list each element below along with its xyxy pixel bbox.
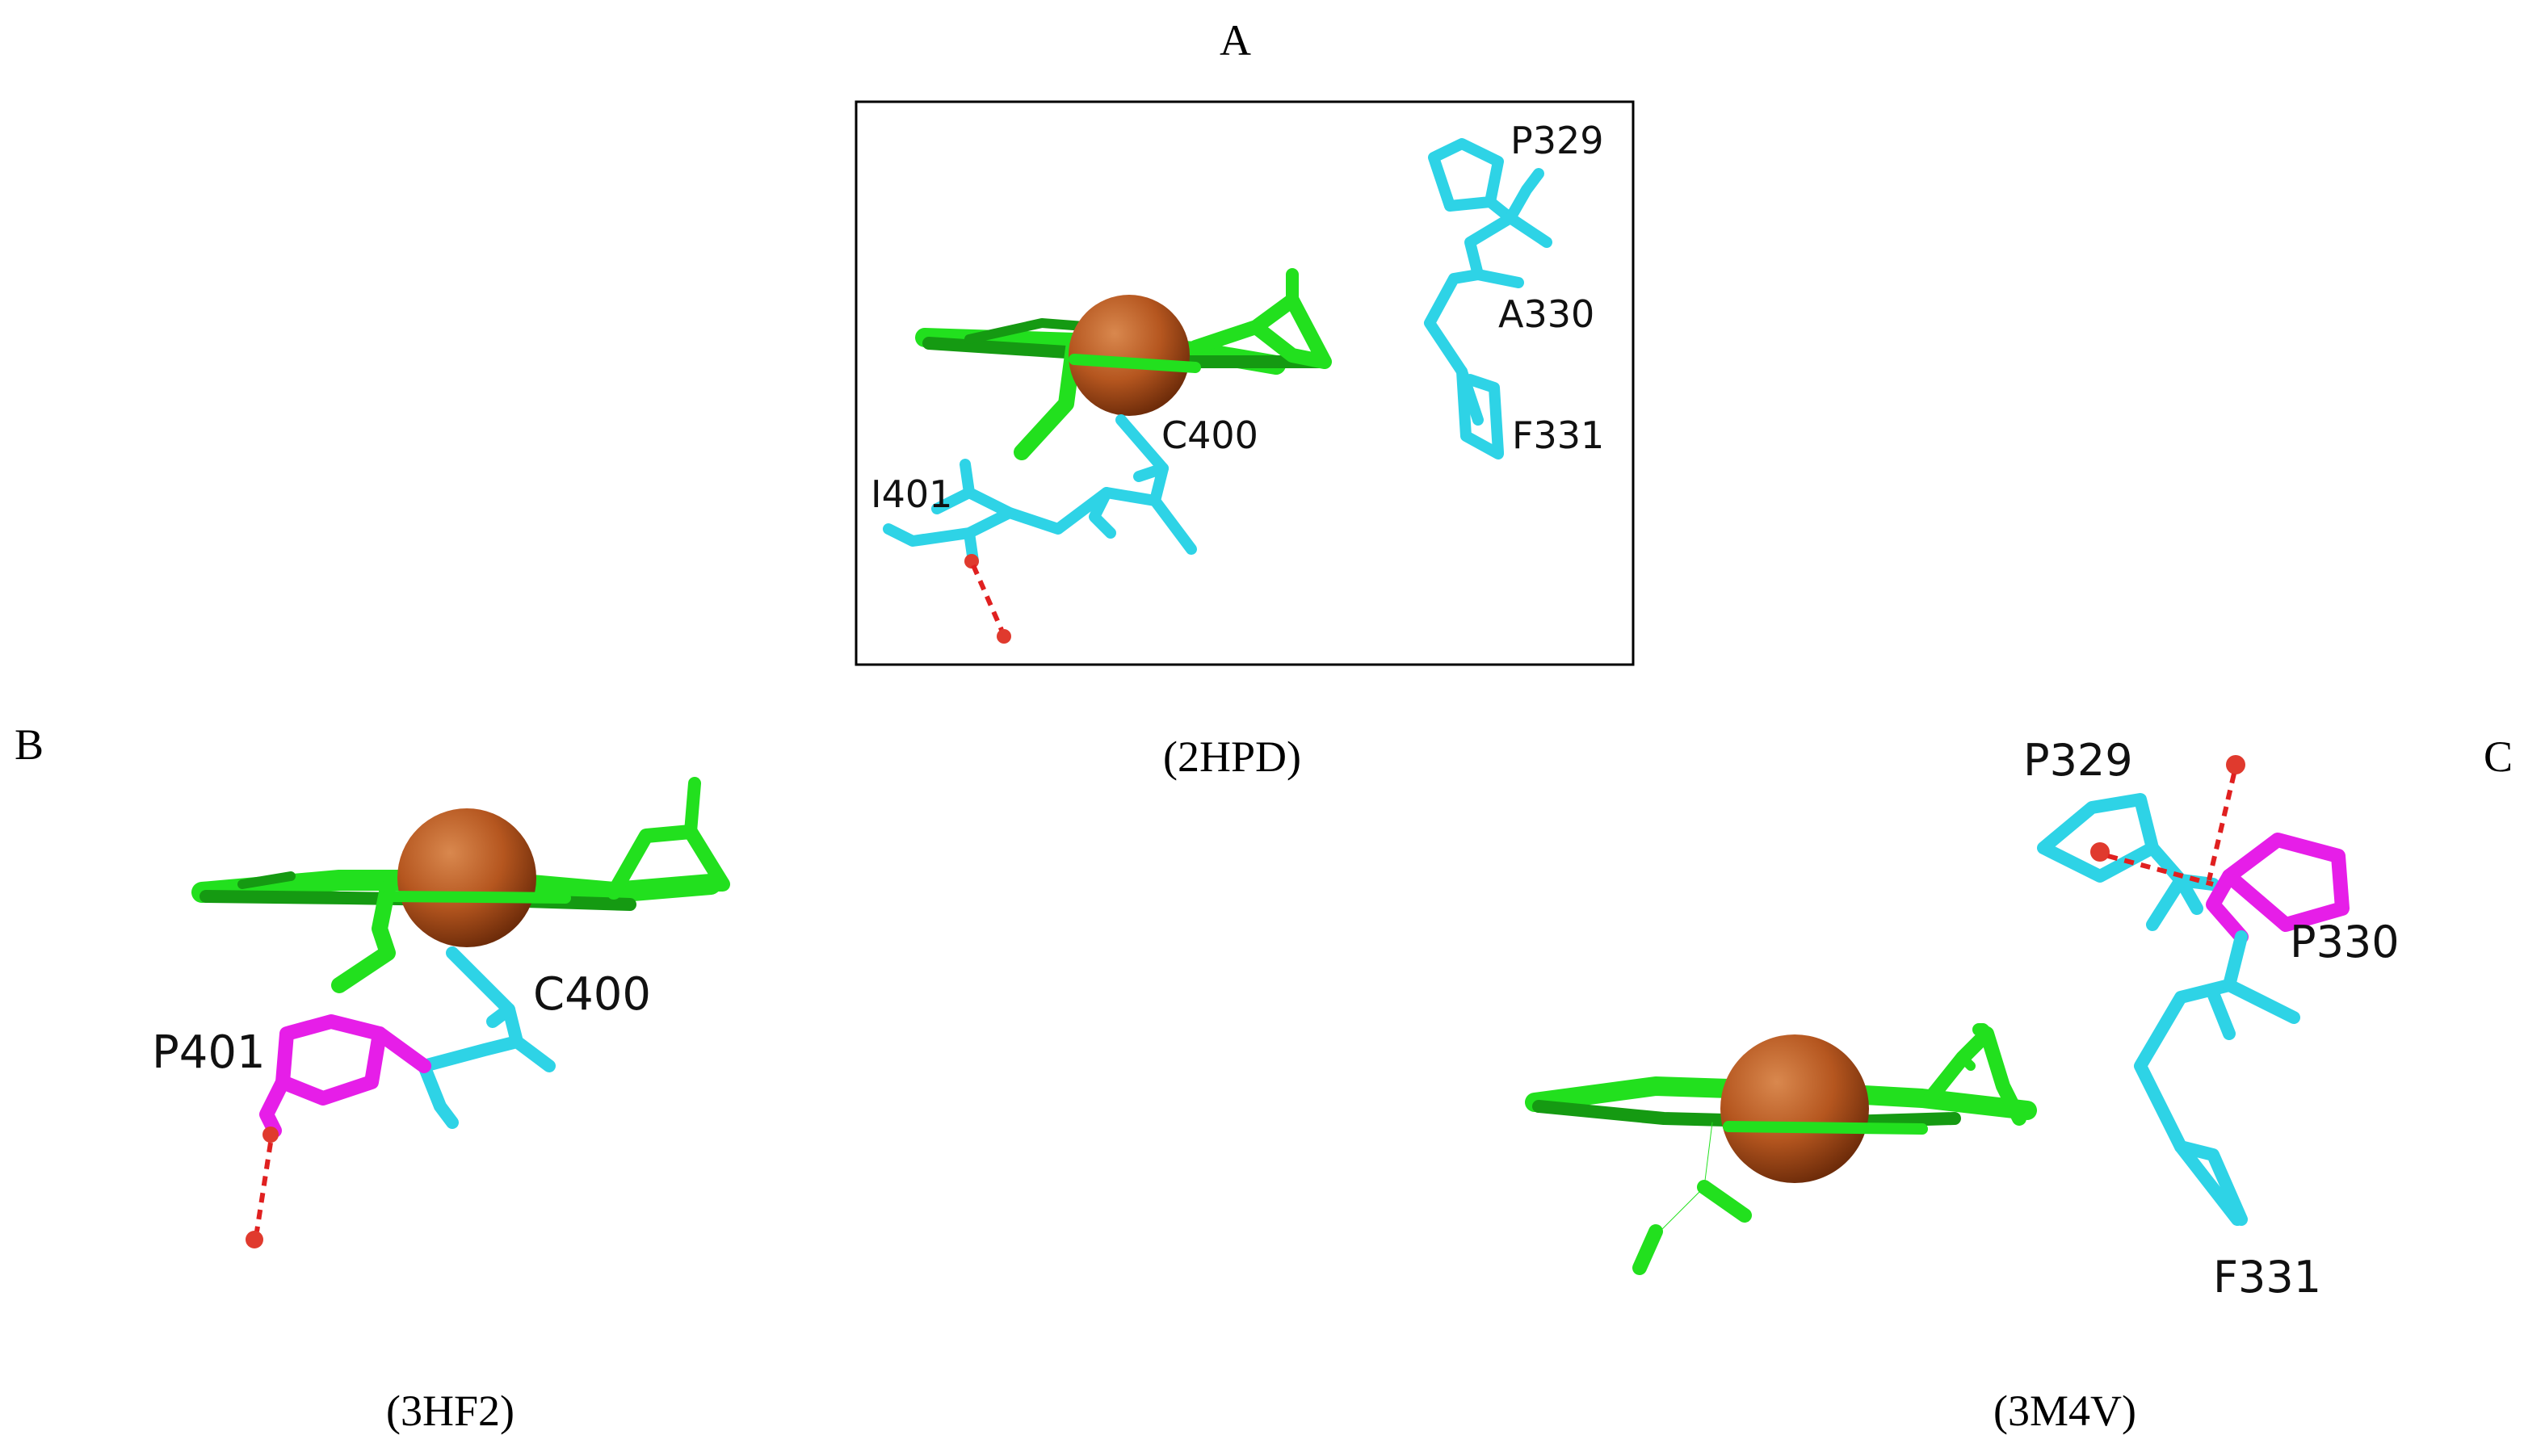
panel-c-label-p329: P329	[2023, 735, 2133, 786]
panel-b-water-oxygen	[246, 1231, 263, 1248]
panel-c-letter: C	[2484, 732, 2513, 781]
panel-c-label-p330: P330	[2290, 917, 2400, 967]
panel-c-residue-p330	[2206, 833, 2350, 944]
panel-a-label-f331: F331	[1512, 413, 1604, 457]
panel-c-residue-f331	[2134, 930, 2300, 1226]
panel-c: C	[1525, 732, 2513, 1435]
panel-b-pdb-caption: (3HF2)	[386, 1387, 514, 1435]
panel-c-iron-atom	[1720, 1034, 1869, 1183]
panel-a-water-oxygen	[997, 629, 1011, 644]
panel-a-label-c400: C400	[1161, 413, 1258, 457]
panel-b-label-p401: P401	[152, 1026, 266, 1079]
panel-c-heme-front	[1723, 1121, 1928, 1135]
panel-b: B C400 P401 (3HF2)	[15, 720, 730, 1435]
panel-a-label-i401: I401	[871, 472, 952, 516]
panel-c-water-oxygen-1	[2090, 842, 2110, 862]
panel-a-hbond	[971, 564, 1004, 631]
panel-c-water-oxygen-2	[2226, 755, 2245, 774]
panel-c-hbond-1	[2107, 854, 2214, 887]
panel-a-letter: A	[1220, 16, 1251, 65]
panel-b-residue-p401	[259, 1014, 431, 1138]
panel-b-hbond	[254, 1142, 273, 1232]
panel-a-label-p329: P329	[1510, 119, 1604, 162]
panel-a-heme-front	[1069, 354, 1201, 373]
panel-b-letter: B	[15, 720, 44, 769]
panel-a-iron-atom	[1069, 295, 1190, 416]
panel-c-label-f331: F331	[2213, 1252, 2321, 1303]
panel-a: A	[855, 16, 1635, 781]
panel-a-frame	[855, 100, 1635, 666]
panel-c-hbond-2	[2207, 773, 2236, 881]
panel-c-pdb-caption: (3M4V)	[1993, 1387, 2136, 1435]
panel-b-carbonyl-oxygen	[262, 1127, 279, 1143]
panel-b-heme-front	[382, 891, 571, 904]
panel-b-residue-c400	[418, 946, 556, 1129]
panel-a-residues-p329-f331	[1424, 138, 1552, 459]
panel-a-pdb-caption: (2HPD)	[1163, 732, 1301, 781]
panel-b-iron-atom	[397, 808, 536, 947]
panel-a-label-a330: A330	[1498, 292, 1594, 336]
panel-b-label-c400: C400	[533, 968, 651, 1021]
